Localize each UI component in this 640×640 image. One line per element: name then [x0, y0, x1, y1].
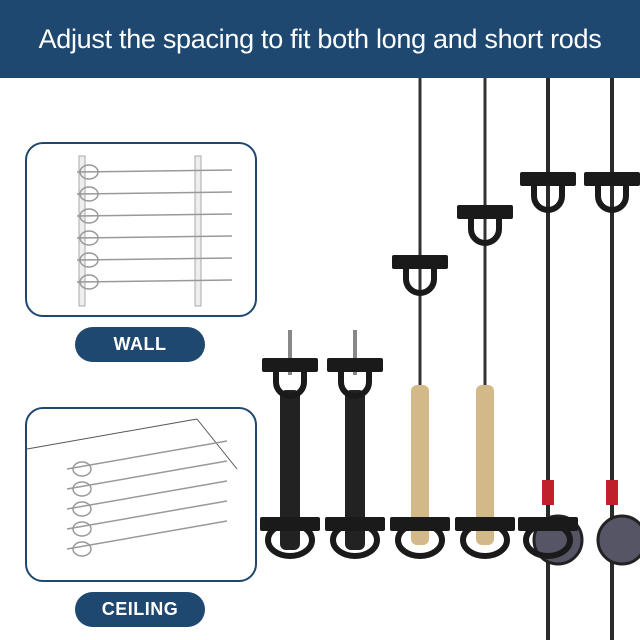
bracket [584, 172, 640, 186]
ceiling-illustration-panel [25, 407, 257, 582]
bracket [392, 255, 448, 269]
bracket-hook [338, 368, 372, 399]
spinning-reel [596, 514, 640, 566]
page-title: Adjust the spacing to fit both long and … [38, 23, 602, 54]
bracket [327, 358, 383, 372]
rod-handle [280, 390, 300, 550]
header-banner: Adjust the spacing to fit both long and … [0, 0, 640, 78]
bracket-hook [403, 265, 437, 296]
bracket-hook [531, 182, 565, 213]
bracket [262, 358, 318, 372]
bracket-hook [595, 182, 629, 213]
ceiling-rack-illustration [27, 418, 238, 557]
cork-handle [476, 385, 494, 545]
bottom-holder-ring [330, 521, 380, 559]
bottom-holder-ring [265, 521, 315, 559]
bracket-hook [468, 215, 502, 246]
bracket-hook [273, 368, 307, 399]
bracket [457, 205, 513, 219]
rod-rack-photo [260, 78, 640, 640]
bottom-holder-ring [523, 521, 573, 559]
reel-seat [606, 480, 618, 505]
bottom-holder-ring [395, 521, 445, 559]
wall-rack-illustration [76, 155, 233, 307]
cork-handle [411, 385, 429, 545]
bracket [520, 172, 576, 186]
reel-seat [542, 480, 554, 505]
rod-handle [345, 390, 365, 550]
ceiling-label: CEILING [75, 592, 205, 627]
wall-label: WALL [75, 327, 205, 362]
bottom-holder-ring [460, 521, 510, 559]
wall-illustration-panel [25, 142, 257, 317]
